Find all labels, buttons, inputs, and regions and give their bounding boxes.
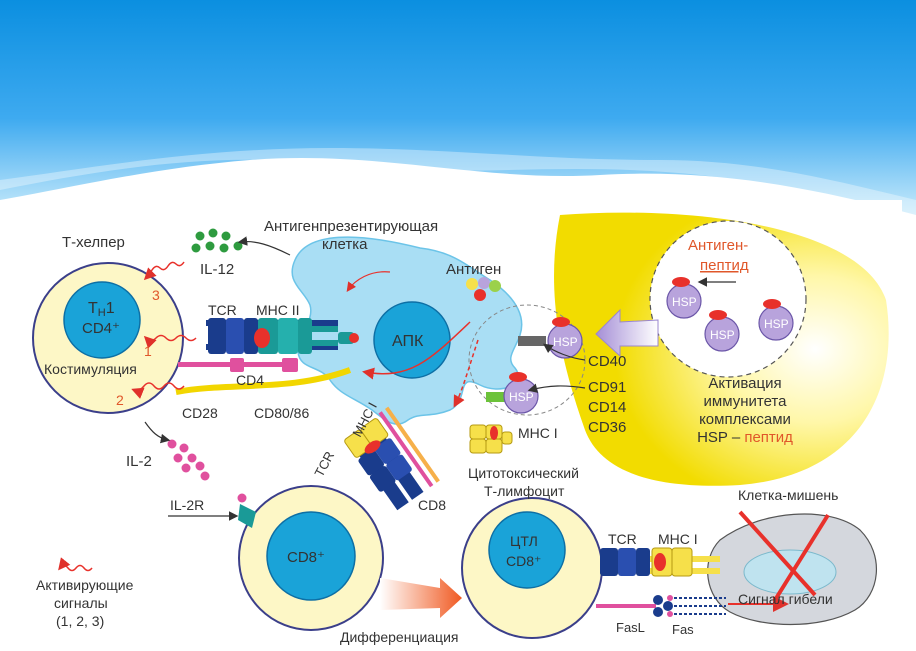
label-activation-4: HSP – пептид bbox=[697, 429, 793, 446]
label-cd80: CD80/86 bbox=[254, 405, 309, 421]
label-tcr-low: TCR bbox=[608, 531, 637, 547]
cd28-cd80-link bbox=[175, 367, 352, 395]
label-apc: АПК bbox=[392, 333, 424, 350]
signal-3-number: 3 bbox=[152, 287, 160, 303]
target-cross-1 bbox=[738, 510, 817, 597]
tcr-mhc1-target-complex bbox=[600, 547, 720, 577]
label-target: Клетка-мишень bbox=[738, 487, 838, 503]
label-fasl: FasL bbox=[616, 620, 645, 635]
label-ctl: ЦТЛ bbox=[510, 533, 538, 549]
label-tcr-top: TCR bbox=[208, 302, 237, 318]
label-t-helper: Т-хелпер bbox=[62, 234, 125, 251]
signal-2-squiggle bbox=[131, 382, 185, 399]
label-th1: ТН1 bbox=[88, 300, 115, 319]
label-mhc2: MHC II bbox=[256, 302, 300, 318]
signal-3-squiggle bbox=[143, 261, 185, 281]
hsp-entry-arrow bbox=[595, 308, 659, 358]
label-cd4: CD4 bbox=[236, 372, 264, 388]
signal-1-squiggle bbox=[143, 334, 197, 349]
legend-line-3: (1, 2, 3) bbox=[56, 613, 104, 629]
label-cd8plus: CD8⁺ bbox=[287, 549, 325, 566]
legend-line-2: сигналы bbox=[54, 595, 108, 611]
apc-processing-arrow-2 bbox=[453, 339, 479, 408]
target-cross-2 bbox=[773, 513, 830, 602]
apc-ligand bbox=[338, 332, 359, 344]
label-differentiation: Дифференциация bbox=[340, 629, 458, 645]
label-il2: IL-2 bbox=[126, 453, 152, 470]
label-hsp-5: HSP bbox=[764, 317, 789, 331]
hsp-complex-1 bbox=[666, 277, 702, 319]
tcr-mhc2-complex bbox=[206, 318, 338, 354]
cd4-receptor bbox=[178, 358, 298, 372]
label-mhc1-low: MHC I bbox=[658, 531, 698, 547]
label-hsp-4: HSP bbox=[710, 328, 735, 342]
il2-arrow bbox=[144, 421, 171, 444]
target-nucleus bbox=[743, 549, 837, 595]
label-cd40: CD40 bbox=[588, 353, 626, 370]
label-cd91: CD91 bbox=[588, 379, 626, 396]
label-ctl-cd8: CD8⁺ bbox=[506, 553, 541, 569]
cd91-arrow bbox=[527, 383, 586, 393]
il12-cytokines bbox=[191, 228, 243, 253]
legend-squiggle bbox=[58, 557, 93, 572]
antigen-particles bbox=[466, 277, 501, 301]
apc-processing-arrow-3 bbox=[346, 271, 391, 292]
slide-header bbox=[0, 0, 916, 215]
label-mhc1-right: MHC I bbox=[518, 425, 558, 441]
label-cd14: CD14 bbox=[588, 399, 626, 416]
label-il2r: IL-2R bbox=[170, 497, 204, 513]
legend-line-1: Активирующие bbox=[36, 577, 134, 593]
label-activation-3: комплексами bbox=[699, 411, 791, 428]
label-cytotoxic-2: Т-лимфоцит bbox=[484, 483, 565, 499]
cd8-nucleus bbox=[266, 511, 356, 601]
label-cd4plus: CD4⁺ bbox=[82, 320, 120, 337]
label-costim: Костимуляция bbox=[44, 361, 137, 377]
cd40-arrow bbox=[543, 343, 586, 361]
hsp-complex-3 bbox=[758, 299, 794, 341]
label-activation-1: Активация bbox=[708, 375, 781, 392]
t-helper-nucleus bbox=[63, 281, 141, 359]
signal-1-number: 1 bbox=[144, 343, 152, 359]
hsp-near-cd40 bbox=[518, 317, 583, 359]
label-hsp-2: HSP bbox=[509, 390, 534, 404]
signal-2-number: 2 bbox=[116, 392, 124, 408]
label-fas: Fas bbox=[672, 622, 694, 637]
il12-arrow bbox=[237, 236, 291, 256]
label-death: Сигнал гибели bbox=[738, 591, 833, 607]
label-il12: IL-12 bbox=[200, 261, 234, 278]
label-hsp-3: HSP bbox=[672, 295, 697, 309]
label-hsp-1: HSP bbox=[553, 335, 578, 349]
label-cytotoxic-1: Цитотоксический bbox=[468, 465, 579, 481]
apc-processing-arrow-1 bbox=[362, 321, 471, 380]
differentiation-arrow bbox=[380, 578, 462, 618]
label-antigen: Антиген bbox=[446, 261, 501, 278]
label-antigen-peptide-1: Антиген- bbox=[688, 237, 748, 254]
il2r-receptor bbox=[238, 504, 256, 528]
label-apc-title: Антигенпрезентирующая bbox=[264, 218, 438, 235]
mhc1-apc-right bbox=[469, 424, 513, 454]
tcr-mhc1-cd8-complex bbox=[344, 406, 440, 511]
label-antigen-peptide-2: пептид bbox=[700, 257, 749, 274]
fasl-fas-complex bbox=[596, 595, 726, 617]
label-cd8: CD8 bbox=[418, 497, 446, 513]
label-cd36: CD36 bbox=[588, 419, 626, 436]
hsp-complex-2 bbox=[704, 310, 740, 352]
label-activation-2: иммунитета bbox=[704, 393, 788, 410]
ctl-nucleus bbox=[488, 511, 566, 589]
label-apc-title-2: клетка bbox=[322, 236, 368, 253]
label-cd28: CD28 bbox=[182, 405, 218, 421]
